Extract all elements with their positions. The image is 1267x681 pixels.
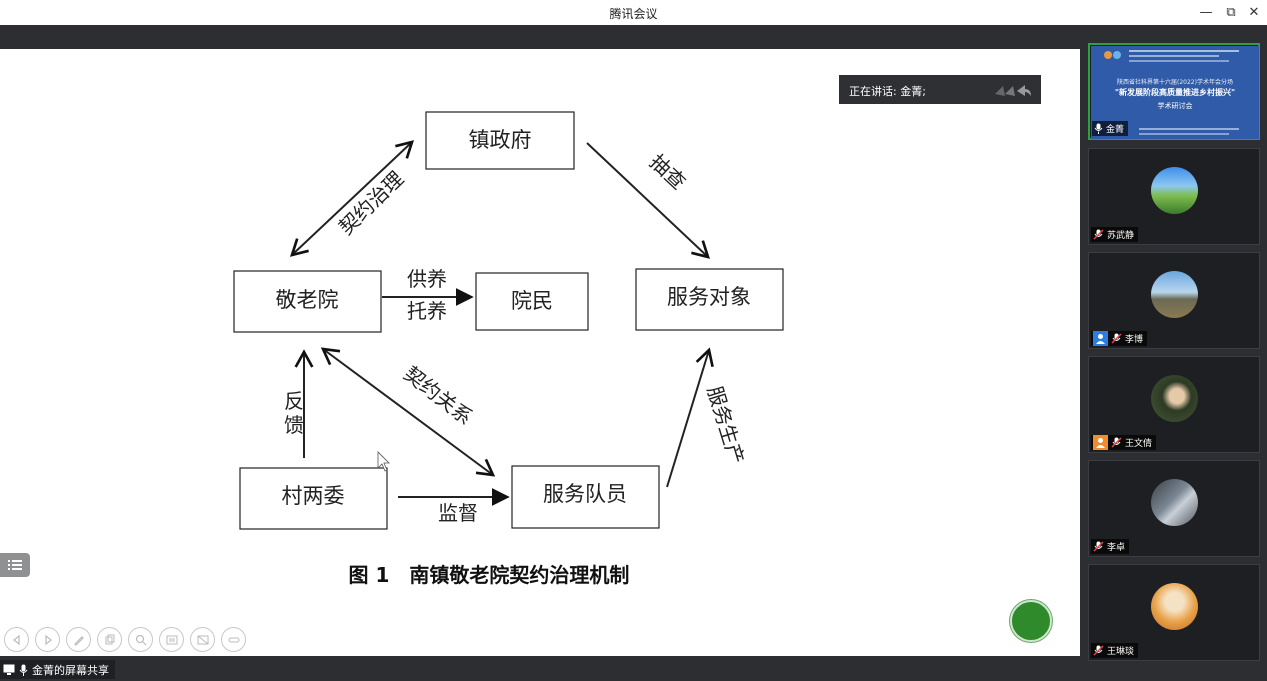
prev-icon (12, 634, 20, 645)
copy-button[interactable] (97, 627, 122, 652)
minimize-button[interactable]: — (1199, 5, 1213, 20)
pen-icon (73, 635, 84, 646)
participant-tile[interactable]: 陕西省社科界第十六届(2022)学术年会分场 "新发展阶段高质量推进乡村振兴" … (1088, 43, 1260, 140)
speaking-indicator: 正在讲话: 金菁; (839, 75, 1041, 104)
participant-name: 苏武静 (1107, 231, 1135, 241)
participant-name: 王文倩 (1125, 439, 1153, 449)
user-icon (1093, 331, 1108, 346)
logo-icon (1104, 51, 1121, 59)
figure-caption: 图 1 南镇敬老院契约治理机制 (349, 563, 630, 587)
mic-muted-icon (1093, 645, 1104, 656)
screen-off-icon (197, 635, 208, 644)
more-button[interactable] (221, 627, 246, 652)
label-choucha: 抽查 (645, 149, 691, 194)
label-tuoyang: 托养 (407, 299, 447, 323)
label-gongyang: 供养 (407, 267, 447, 291)
mic-muted-icon (1111, 437, 1122, 448)
avatar (1151, 479, 1198, 526)
participant-namebar: 李博 (1091, 331, 1148, 346)
participant-name: 金菁 (1106, 125, 1125, 135)
arrow-choucha (586, 142, 710, 259)
speaking-label: 正在讲话: 金菁; (849, 85, 926, 98)
restore-button[interactable]: ⧉ (1226, 5, 1236, 20)
label-qiyueguanxi: 契约关系 (399, 361, 477, 429)
participant-name: 王琳琰 (1107, 647, 1135, 657)
user-icon (1093, 435, 1108, 450)
slide-list-button[interactable] (0, 553, 30, 577)
participant-tile[interactable]: 王文倩 (1088, 356, 1260, 453)
arrow-fuwushengchan (666, 347, 714, 488)
mic-muted-icon (1111, 333, 1122, 344)
participant-namebar: 王琳琰 (1091, 643, 1139, 658)
participant-tile[interactable]: 李博 (1088, 252, 1260, 349)
subtitle-icon (166, 635, 177, 644)
sound-wave-icon (995, 85, 1031, 96)
floating-action-button[interactable] (1010, 600, 1052, 642)
participant-tile[interactable]: 王琳琰 (1088, 564, 1260, 661)
mic-muted-icon (1093, 541, 1104, 552)
thumb-line-1: 陕西省社科界第十六届(2022)学术年会分场 (1117, 79, 1233, 86)
share-bottom-bar (0, 656, 1080, 681)
box-fuwuduixiang-label: 服务对象 (667, 285, 751, 309)
zoom-button[interactable] (128, 627, 153, 652)
prev-slide-button[interactable] (4, 627, 29, 652)
label-fankui-1: 反 (284, 389, 304, 413)
thumb-line-3: 学术研讨会 (1157, 102, 1193, 110)
participant-namebar: 金菁 (1092, 121, 1129, 136)
next-icon (44, 634, 52, 645)
screen-share-name: 金菁的屏幕共享 (32, 663, 109, 677)
box-yuanmin-label: 院民 (511, 289, 553, 313)
box-fuwuduixiang (635, 268, 784, 331)
box-cunliangwei-label: 村两委 (282, 484, 345, 508)
share-top-bar (0, 25, 1080, 49)
box-jinglaoyuan (233, 270, 382, 333)
microphone-icon (19, 664, 28, 676)
box-yuanmin (475, 272, 589, 331)
participant-namebar: 王文倩 (1091, 435, 1157, 450)
mic-muted-icon (1093, 229, 1104, 240)
magnifier-icon (135, 634, 146, 645)
box-zhenzhengfu-label: 镇政府 (469, 128, 532, 152)
label-jiandu: 监督 (438, 501, 478, 525)
arrow-qiyuezhili (290, 140, 414, 257)
box-fuwuduiyuan-label: 服务队员 (543, 482, 627, 506)
box-jinglaoyuan-label: 敬老院 (276, 288, 339, 312)
avatar (1151, 271, 1198, 318)
avatar (1151, 583, 1198, 630)
more-icon (228, 637, 239, 642)
close-button[interactable]: ✕ (1248, 5, 1260, 20)
participant-name: 李卓 (1107, 543, 1126, 553)
screen-off-button[interactable] (190, 627, 215, 652)
shared-screen: 镇政府 敬老院 院民 服务对象 村两委 服务队员 契约治理 抽查 供养 托养 (0, 49, 1080, 656)
avatar (1151, 375, 1198, 422)
box-zhenzhengfu (425, 111, 575, 170)
screen-share-icon (3, 664, 15, 675)
mouse-cursor-icon (377, 451, 390, 472)
presenter-toolbar (4, 627, 246, 652)
next-slide-button[interactable] (35, 627, 60, 652)
thumb-line-2: "新发展阶段高质量推进乡村振兴" (1114, 88, 1236, 97)
participant-tile[interactable]: 李卓 (1088, 460, 1260, 557)
participant-namebar: 苏武静 (1091, 227, 1139, 242)
label-fuwushengchan: 服务生产 (703, 383, 749, 467)
microphone-icon (1094, 123, 1103, 134)
participant-tile[interactable]: 苏武静 (1088, 148, 1260, 245)
pen-button[interactable] (66, 627, 91, 652)
label-fankui-2: 馈 (284, 413, 304, 437)
window-title: 腾讯会议 (609, 7, 658, 21)
copy-icon (105, 634, 114, 644)
arrow-qiyueguanxi (320, 347, 496, 477)
box-cunliangwei (239, 467, 388, 530)
title-bar: 腾讯会议 — ⧉ ✕ (0, 0, 1267, 25)
screen-share-label: 金菁的屏幕共享 (0, 660, 115, 679)
label-qiyuezhili: 契约治理 (334, 167, 408, 240)
governance-diagram: 镇政府 敬老院 院民 服务对象 村两委 服务队员 契约治理 抽查 供养 托养 (233, 111, 784, 587)
participant-name: 李博 (1125, 335, 1144, 345)
avatar (1151, 167, 1198, 214)
subtitle-button[interactable] (159, 627, 184, 652)
participant-namebar: 李卓 (1091, 539, 1130, 554)
box-fuwuduiyuan (511, 465, 660, 529)
list-icon (8, 560, 22, 570)
